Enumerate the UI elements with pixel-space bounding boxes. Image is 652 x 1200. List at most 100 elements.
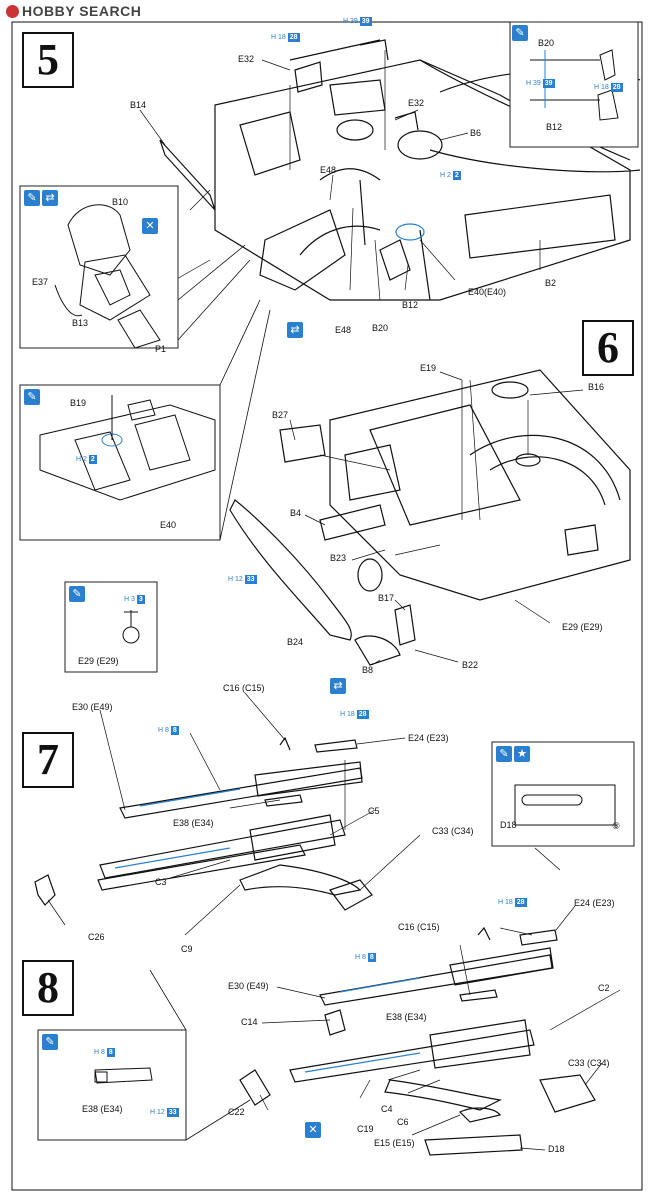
paint-tag-number: 8 [101, 1049, 105, 1056]
paint-tag-value: 3 [136, 595, 145, 604]
part-label: E37 [32, 277, 49, 287]
brand-text: HOBBY SEARCH [22, 3, 142, 19]
part-label: E32 [238, 54, 255, 64]
option-icon: ⇄ [330, 678, 346, 694]
glue-icon: ✎ [512, 25, 528, 41]
part-label: B22 [462, 660, 479, 670]
paint-tag-letter: H [150, 1109, 156, 1116]
paint-tag-number: 39 [350, 18, 358, 25]
paint-tag-value: 8 [170, 726, 179, 735]
paint-tag-value: 39 [359, 17, 372, 26]
part-label: E48 [335, 325, 352, 335]
part-label: C33 (C34) [568, 1058, 610, 1068]
paint-tag-value: 39 [542, 79, 555, 88]
cement-icon: ✕ [142, 218, 158, 234]
part-label: B23 [330, 553, 347, 563]
part-label: C33 (C34) [432, 826, 474, 836]
part-label: E19 [420, 363, 437, 373]
option-icon: ⇄ [42, 190, 58, 206]
part-label: C6 [397, 1117, 409, 1127]
part-label: C26 [88, 932, 105, 942]
part-label: C4 [381, 1104, 393, 1114]
part-label: E30 (E49) [72, 702, 113, 712]
paint-tag-letter: H [498, 899, 504, 906]
part-label: B19 [70, 398, 87, 408]
part-label: P1 [155, 344, 167, 354]
part-label: C3 [155, 877, 167, 887]
paint-tag-letter: H [355, 954, 361, 961]
part-label: E29 (E29) [78, 656, 119, 666]
step-number-7: 7 [22, 732, 74, 788]
part-label: B27 [272, 410, 289, 420]
site-logo[interactable]: HOBBY SEARCH [6, 3, 141, 19]
part-label: C5 [368, 806, 380, 816]
part-label: E40 [160, 520, 177, 530]
cement-icon: ✕ [305, 1122, 321, 1138]
part-label: C9 [181, 944, 193, 954]
glue-icon: ✎ [69, 586, 85, 602]
paint-tag-value: 2 [452, 171, 461, 180]
paint-tag-letter: H [158, 727, 164, 734]
paint-tag-number: 39 [533, 80, 541, 87]
paint-tag-letter: H [228, 576, 234, 583]
part-label: B12 [402, 300, 419, 310]
part-label: B8 [362, 665, 374, 675]
paint-tag-letter: H [340, 711, 346, 718]
glue-icon: ✎ [496, 746, 512, 762]
part-label: E29 (E29) [562, 622, 603, 632]
part-label: B10 [112, 197, 129, 207]
paint-tag-value: 28 [356, 710, 369, 719]
part-label: C14 [241, 1017, 258, 1027]
paint-tag-number: 18 [601, 84, 609, 91]
part-label: B24 [287, 637, 304, 647]
paint-tag-letter: H [440, 172, 446, 179]
paint-tag-letter: H [271, 34, 277, 41]
part-label: C19 [357, 1124, 374, 1134]
paint-tag-letter: H [76, 456, 82, 463]
paint-tag: H 12 33 [228, 575, 257, 584]
paint-tag-value: 28 [610, 83, 623, 92]
glue-icon: ✎ [24, 190, 40, 206]
part-label: E48 [320, 165, 337, 175]
part-label: E15 (E15) [374, 1138, 415, 1148]
paint-tag-value: 2 [88, 455, 97, 464]
part-label: C16 (C15) [398, 922, 440, 932]
part-label: E24 (E23) [574, 898, 615, 908]
part-label: B17 [378, 593, 395, 603]
part-label: C16 (C15) [223, 683, 265, 693]
paint-tag-number: 12 [235, 576, 243, 583]
paint-tag-number: 12 [157, 1109, 165, 1116]
paint-tag-value: 8 [367, 953, 376, 962]
paint-tag: H 3 3 [124, 595, 145, 604]
paint-tag: H 18 28 [271, 33, 300, 42]
glue-icon: ✎ [42, 1034, 58, 1050]
part-label: B14 [130, 100, 147, 110]
step-number-5: 5 [22, 32, 74, 88]
paint-tag-letter: H [124, 596, 130, 603]
part-label: B20 [538, 38, 555, 48]
paint-tag: H 8 8 [158, 726, 179, 735]
part-label: E24 (E23) [408, 733, 449, 743]
paint-tag: H 2 2 [440, 171, 461, 180]
paint-tag-number: 18 [505, 899, 513, 906]
part-label: B20 [372, 323, 389, 333]
paint-tag: H 18 28 [498, 898, 527, 907]
paint-tag-number: 3 [131, 596, 135, 603]
paint-tag-number: 2 [83, 456, 87, 463]
part-label: ⑧ [612, 821, 621, 831]
paint-tag-letter: H [594, 84, 600, 91]
step-number-6: 6 [582, 320, 634, 376]
paint-tag: H 8 8 [94, 1048, 115, 1057]
part-label: E30 (E49) [228, 981, 269, 991]
star-icon: ★ [514, 746, 530, 762]
part-label: B16 [588, 382, 605, 392]
paint-tag-number: 8 [362, 954, 366, 961]
part-label: C22 [228, 1107, 245, 1117]
paint-tag-number: 8 [165, 727, 169, 734]
part-label: E38 (E34) [173, 818, 214, 828]
paint-tag: H 8 8 [355, 953, 376, 962]
part-label: E32 [408, 98, 425, 108]
paint-tag-value: 33 [166, 1108, 179, 1117]
part-label: C2 [598, 983, 610, 993]
